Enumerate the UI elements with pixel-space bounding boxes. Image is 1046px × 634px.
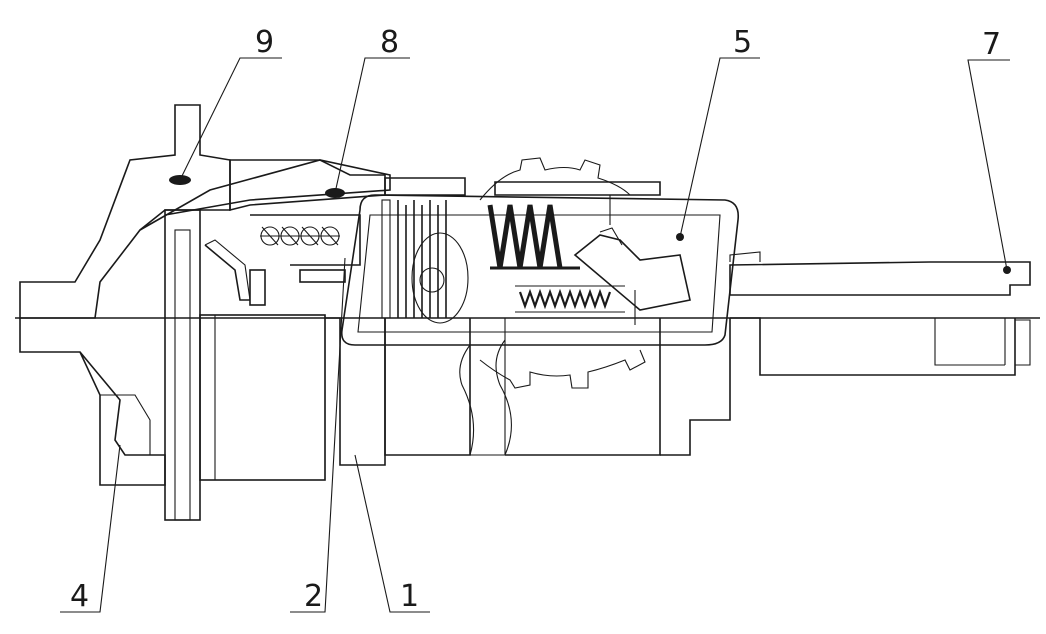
leader-lines <box>60 57 1010 613</box>
callout-labels: 9 8 5 7 4 2 1 <box>70 25 1001 614</box>
return-spring <box>515 285 625 313</box>
callout-9: 9 <box>255 25 274 60</box>
inner-piston <box>573 195 691 325</box>
large-spring <box>487 204 580 270</box>
leader-1 <box>354 454 430 613</box>
gear-outline <box>459 157 646 456</box>
flange-plate <box>164 209 201 521</box>
callout-1: 1 <box>400 579 419 614</box>
piston-body <box>199 314 1031 481</box>
friction-discs <box>381 199 469 324</box>
output-shaft <box>729 251 1031 296</box>
leader-5 <box>679 57 760 238</box>
callout-5: 5 <box>733 25 752 60</box>
clutch-pack-housing <box>340 194 740 346</box>
leader-7 <box>967 59 1010 271</box>
leader-9 <box>179 57 282 181</box>
upper-housing <box>204 159 661 306</box>
leader-2 <box>290 257 346 613</box>
callout-2: 2 <box>304 579 323 614</box>
callout-8: 8 <box>380 25 399 60</box>
callout-4: 4 <box>70 579 89 614</box>
flange-housing <box>19 104 391 486</box>
small-spring-set <box>260 226 340 246</box>
leader-4 <box>60 444 121 613</box>
callout-7: 7 <box>982 27 1001 62</box>
leader-8 <box>334 57 410 194</box>
